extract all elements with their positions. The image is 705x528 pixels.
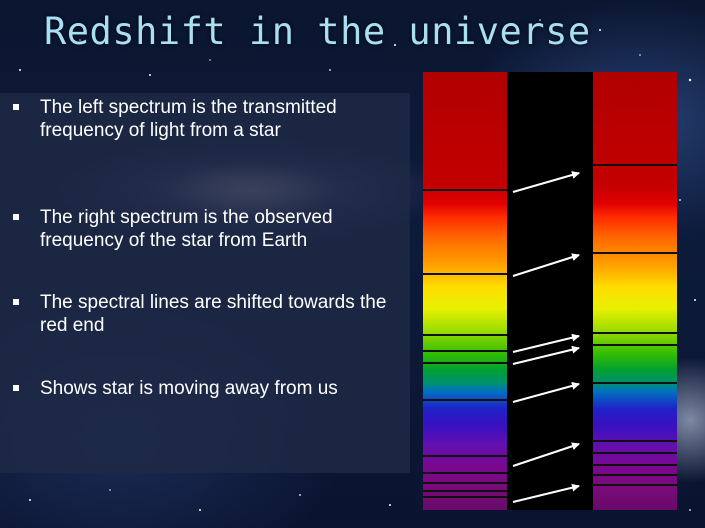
shift-arrow bbox=[512, 333, 580, 353]
shift-arrow bbox=[512, 442, 580, 467]
spectral-line bbox=[423, 362, 507, 364]
bullet-text: The left spectrum is the transmitted fre… bbox=[40, 97, 337, 141]
shift-arrow bbox=[512, 171, 580, 193]
bullet-square-icon bbox=[13, 299, 19, 305]
spectral-line bbox=[593, 332, 677, 334]
spectral-line bbox=[423, 334, 507, 336]
spectral-line bbox=[423, 350, 507, 352]
spectral-line bbox=[593, 464, 677, 466]
bullet-text: The right spectrum is the observed frequ… bbox=[40, 207, 333, 251]
redshift-spectra-figure bbox=[423, 72, 677, 510]
spectral-line bbox=[593, 344, 677, 346]
spectral-line bbox=[593, 484, 677, 486]
bullet-item: The spectral lines are shifted towards t… bbox=[0, 291, 400, 337]
bullet-text: Shows star is moving away from us bbox=[40, 378, 338, 399]
spectral-line bbox=[593, 382, 677, 384]
spectral-line bbox=[423, 472, 507, 474]
bullet-item: The right spectrum is the observed frequ… bbox=[0, 206, 400, 252]
observed-spectrum bbox=[593, 72, 677, 510]
shift-arrows bbox=[512, 171, 580, 503]
spectral-line bbox=[593, 452, 677, 454]
bullet-square-icon bbox=[13, 214, 19, 220]
shift-arrow bbox=[512, 253, 580, 277]
slide-title: Redshift in the universe bbox=[44, 10, 591, 53]
spectral-line bbox=[593, 440, 677, 442]
spectral-line bbox=[423, 189, 507, 191]
bullet-item: Shows star is moving away from us bbox=[0, 377, 400, 400]
spectral-line bbox=[423, 496, 507, 498]
spectral-line bbox=[593, 474, 677, 476]
bullet-panel: The left spectrum is the transmitted fre… bbox=[0, 93, 410, 473]
spectral-line bbox=[593, 252, 677, 254]
shift-arrow bbox=[512, 483, 580, 503]
bullet-text: The spectral lines are shifted towards t… bbox=[40, 292, 387, 336]
bullet-item: The left spectrum is the transmitted fre… bbox=[0, 96, 400, 142]
emitted-spectrum bbox=[423, 72, 507, 510]
spectral-line bbox=[593, 164, 677, 166]
bullet-square-icon bbox=[13, 385, 19, 391]
spectral-line bbox=[423, 455, 507, 457]
spectral-line bbox=[423, 490, 507, 492]
spectral-line bbox=[423, 273, 507, 275]
shift-arrow bbox=[512, 381, 580, 403]
spectral-line bbox=[423, 482, 507, 484]
spectral-line bbox=[423, 399, 507, 401]
shift-arrow bbox=[512, 345, 580, 365]
bullet-square-icon bbox=[13, 104, 19, 110]
